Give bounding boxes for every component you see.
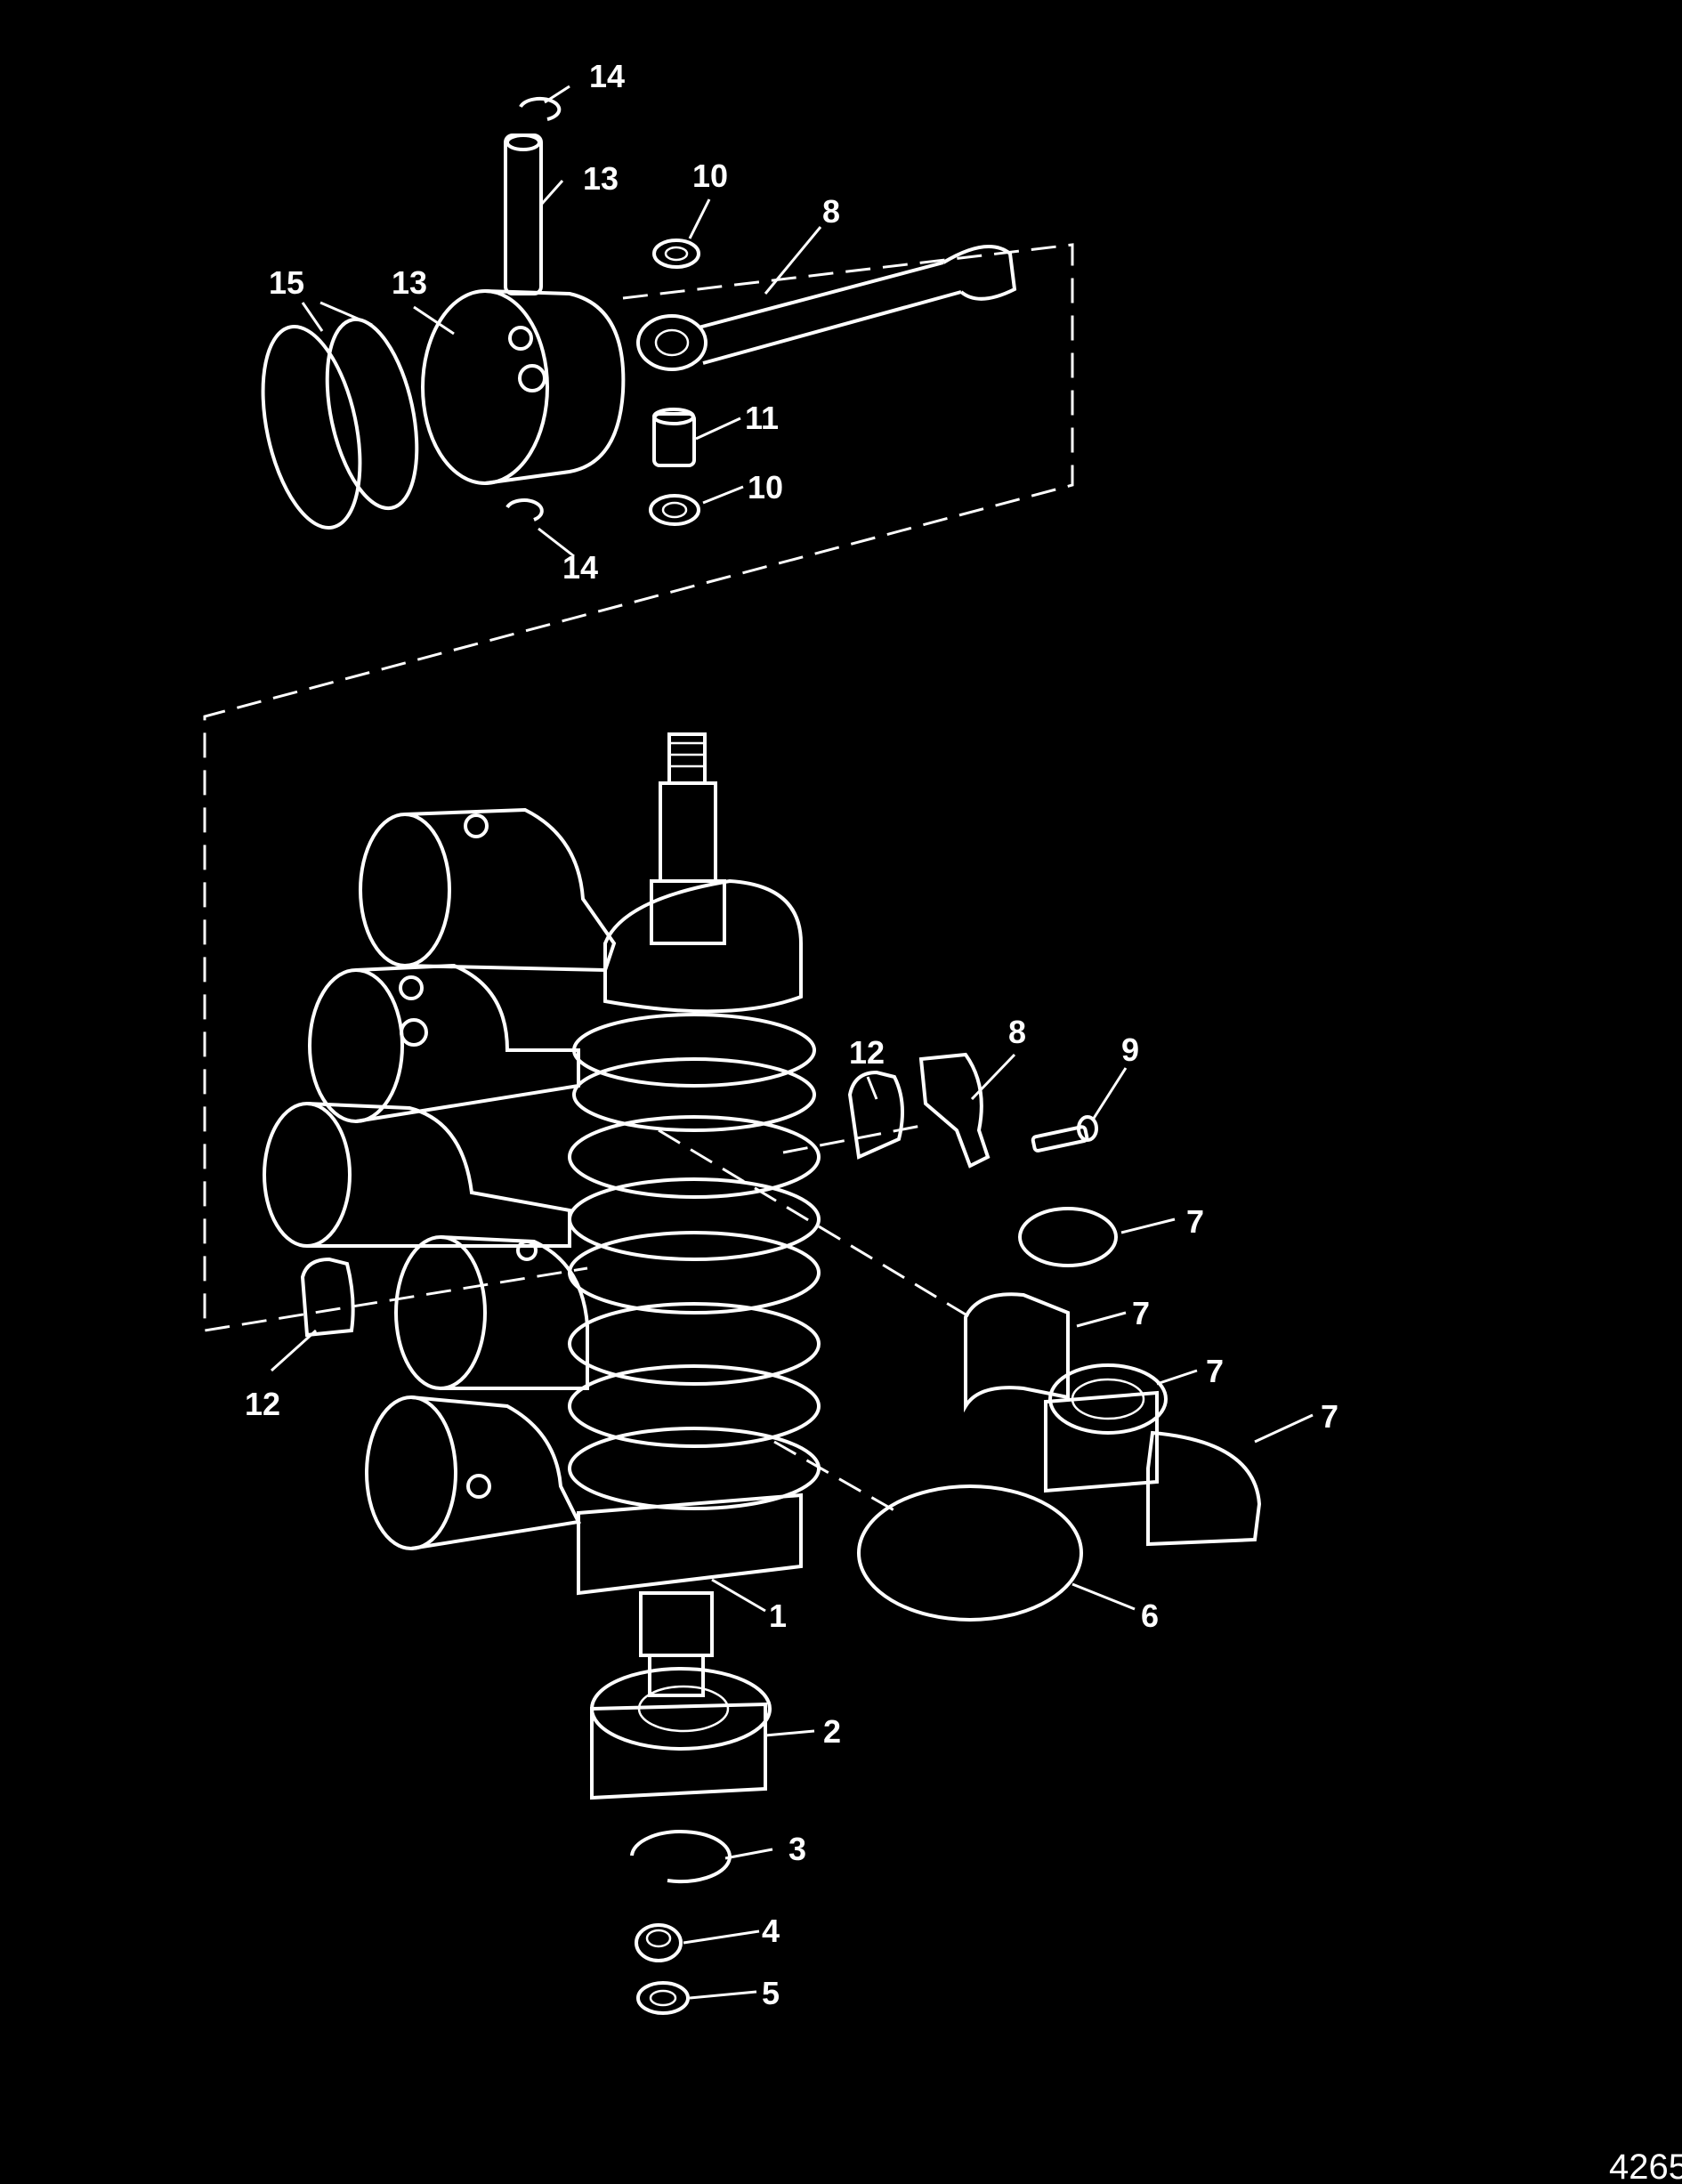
figure-number: 4265 bbox=[1609, 2148, 1682, 2184]
assembly-dashed-outline bbox=[203, 243, 1074, 1332]
ball-bearing bbox=[590, 1667, 772, 1800]
piston-pin-clip-top bbox=[519, 97, 562, 121]
callout-5-washer: 5 bbox=[762, 1975, 780, 2011]
piston-pin-clip-bottom bbox=[505, 498, 544, 522]
callout-7-roller: 7 bbox=[1206, 1353, 1224, 1389]
callout-12-upper: 12 bbox=[849, 1034, 885, 1071]
callout-7-ring: 7 bbox=[1186, 1203, 1204, 1240]
dashed-link-cap bbox=[782, 1124, 922, 1154]
callout-7-race-upper: 7 bbox=[1132, 1295, 1150, 1331]
bearing-race-half-lower bbox=[1146, 1430, 1262, 1547]
callout-6-ring: 6 bbox=[1141, 1598, 1159, 1634]
dashed-link-crankpin bbox=[658, 1128, 971, 1319]
callout-13-pin: 13 bbox=[583, 160, 619, 197]
rod-cap bbox=[918, 1052, 991, 1169]
callout-11-needle-bearing: 11 bbox=[745, 400, 779, 436]
callout-13-piston: 13 bbox=[392, 264, 427, 301]
callout-15-rings: 15 bbox=[269, 264, 304, 301]
piston-assembly-2 bbox=[308, 963, 580, 1123]
oil-seal bbox=[635, 1923, 683, 1962]
washer bbox=[636, 1981, 690, 2015]
callout-14-bottom: 14 bbox=[562, 549, 598, 586]
piston-assembly-4 bbox=[394, 1235, 589, 1390]
bearing-race-half-upper bbox=[964, 1292, 1070, 1413]
piston-pin bbox=[504, 133, 543, 295]
roller-bearing bbox=[1044, 1363, 1168, 1493]
wrist-pin-washer-bottom bbox=[649, 494, 700, 526]
callout-7-race-lower: 7 bbox=[1321, 1398, 1338, 1435]
bearing-cage-left bbox=[300, 1257, 355, 1338]
callout-8-cap: 8 bbox=[1008, 1014, 1026, 1050]
snap-ring bbox=[630, 1830, 732, 1884]
piston-rings bbox=[261, 317, 419, 530]
callout-3-snap-ring: 3 bbox=[788, 1831, 806, 1867]
rod-cap-screw bbox=[1031, 1115, 1098, 1153]
piston-top bbox=[421, 289, 626, 485]
wrist-pin-washer-top bbox=[652, 239, 700, 269]
retaining-ring-7 bbox=[1018, 1207, 1118, 1267]
callout-8-rod: 8 bbox=[822, 193, 840, 230]
bearing-cage-halves-upper bbox=[847, 1070, 904, 1160]
callout-12-left: 12 bbox=[245, 1386, 280, 1422]
callout-10-top: 10 bbox=[692, 158, 728, 194]
callout-4-seal: 4 bbox=[762, 1913, 780, 1949]
piston-assembly-5 bbox=[365, 1395, 582, 1550]
retaining-ring-6 bbox=[857, 1484, 1083, 1622]
dashed-link-bearing bbox=[773, 1440, 900, 1515]
leader-lines bbox=[270, 85, 1314, 2000]
callout-10-bottom: 10 bbox=[748, 469, 783, 506]
callout-9-screw: 9 bbox=[1121, 1031, 1139, 1068]
piston-assembly-1 bbox=[359, 807, 617, 973]
piston-assembly-3 bbox=[263, 1102, 571, 1248]
connecting-rod bbox=[636, 245, 1017, 371]
callout-2-ball-bearing: 2 bbox=[823, 1713, 841, 1750]
crankshaft bbox=[568, 732, 821, 1697]
callout-1-crankshaft: 1 bbox=[769, 1598, 787, 1634]
needle-bearing bbox=[652, 408, 696, 467]
callout-14-top: 14 bbox=[589, 58, 625, 94]
